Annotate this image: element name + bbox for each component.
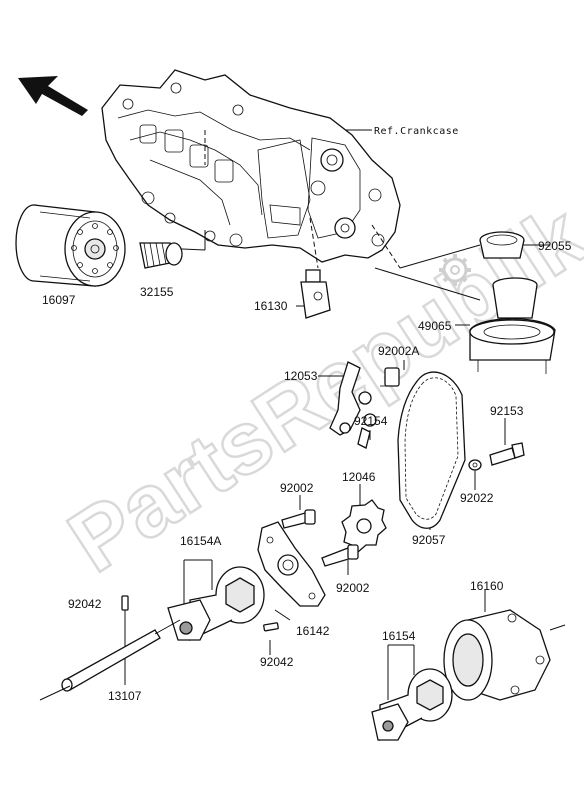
label-16154: 16154: [382, 629, 416, 643]
gear-watermark-icon: [439, 254, 471, 286]
bracket-12053: [329, 361, 372, 436]
label-16160: 16160: [470, 579, 504, 593]
chain-92057: [397, 371, 466, 529]
bolt-92002A: [380, 367, 400, 387]
crankcase-illustration: [101, 69, 401, 269]
washer-92022: [468, 459, 482, 471]
pump-housing-16160: [443, 609, 566, 701]
pin-92042-left: [121, 595, 129, 611]
front-direction-arrow-icon: [18, 76, 88, 116]
bolt-92153: [489, 442, 525, 466]
label-12046: 12046: [342, 470, 376, 484]
bolt-92002-bottom: [321, 544, 359, 567]
label-13107: 13107: [108, 689, 142, 703]
label-92022: 92022: [460, 491, 494, 505]
pin-92042-bottom: [263, 622, 279, 632]
label-92042-left: 92042: [68, 597, 102, 611]
strainer-32155: [139, 242, 183, 269]
label-92002-top: 92002: [280, 481, 314, 495]
sprocket-12046: [341, 499, 387, 553]
label-16154A: 16154A: [180, 534, 221, 548]
label-32155: 32155: [140, 285, 174, 299]
label-12053: 12053: [284, 369, 318, 383]
label-92153: 92153: [490, 404, 524, 418]
pump-cover-16142: [257, 521, 326, 607]
label-92154: 92154: [354, 414, 388, 428]
label-92057: 92057: [412, 533, 446, 547]
oil-pan-filter-49065: [469, 277, 556, 374]
label-16097: 16097: [42, 293, 76, 307]
sensor-16130: [300, 269, 331, 319]
label-49065: 49065: [418, 319, 452, 333]
bolt-92154: [357, 413, 377, 449]
bolt-92002-top: [281, 509, 316, 529]
label-16130: 16130: [254, 299, 288, 313]
part-labels: Ref.Crankcase 16097 32155 16130 92055 49…: [42, 126, 572, 703]
rotor-16154A: [167, 566, 265, 642]
shaft-13107: [39, 619, 181, 701]
label-ref-crankcase: Ref.Crankcase: [374, 126, 459, 137]
rotor-16154: [371, 668, 453, 742]
fitting-92055: [479, 231, 525, 259]
label-16142: 16142: [296, 624, 330, 638]
label-92002A: 92002A: [378, 344, 419, 358]
label-92042-bottom: 92042: [260, 655, 294, 669]
label-92055: 92055: [538, 239, 572, 253]
oil-filter-16097: [15, 204, 126, 287]
label-92002-bottom: 92002: [336, 581, 370, 595]
